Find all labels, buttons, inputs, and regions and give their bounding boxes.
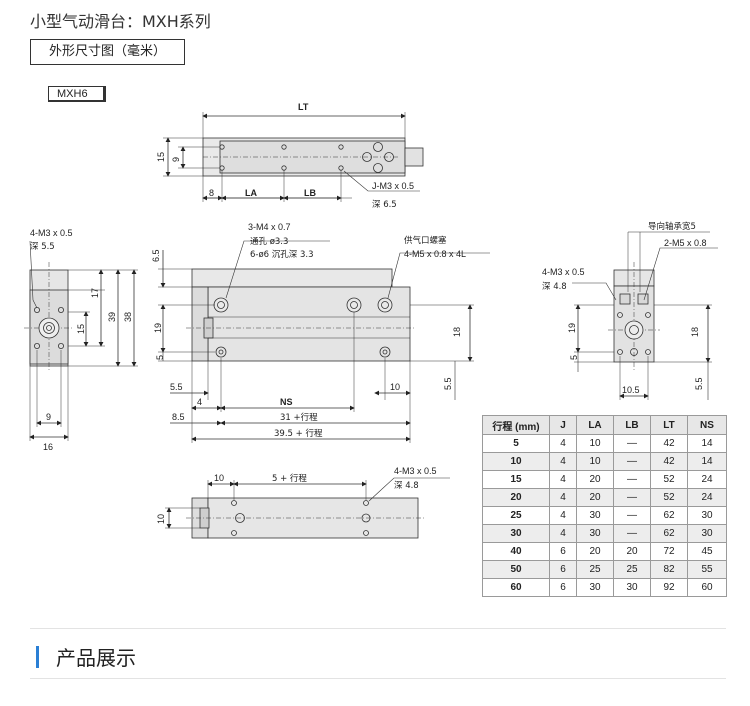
- dim-15-left: 15: [76, 324, 86, 334]
- callout-bottom-m3: 4-M3 x 0.5: [394, 466, 437, 476]
- callout-right-depth: 深 4.8: [542, 282, 567, 292]
- callout-j-m3: J-M3 x 0.5: [372, 181, 414, 191]
- callout-guide-bearing: 导向轴承宽5: [648, 221, 696, 232]
- dim-31-stroke: 31 +行程: [280, 412, 318, 423]
- dim-39: 39: [107, 312, 117, 322]
- callout-depth-65: 深 6.5: [372, 200, 397, 210]
- front-view: [158, 240, 490, 443]
- bottom-view: [165, 477, 450, 539]
- dim-10-5: 10.5: [622, 385, 640, 395]
- col-lt: LT: [650, 415, 688, 435]
- callout-right-m3: 4-M3 x 0.5: [542, 267, 585, 277]
- section-divider-bottom: [30, 678, 726, 679]
- callout-left-depth: 深 5.5: [30, 242, 55, 252]
- dim-5-5-rv: 5.5: [694, 377, 704, 390]
- dim-17: 17: [90, 288, 100, 298]
- callout-port-plug: 供气口螺塞: [404, 235, 447, 246]
- col-j: J: [549, 415, 577, 435]
- dim-5-stroke: 5 + 行程: [272, 473, 307, 484]
- dim-5-5-right: 5.5: [443, 377, 453, 390]
- dim-9-left: 9: [46, 412, 51, 422]
- dim-16: 16: [43, 442, 53, 452]
- dim-9-top: 9: [171, 157, 181, 162]
- dim-10-front: 10: [390, 382, 400, 392]
- dim-4: 4: [197, 397, 202, 407]
- left-view: [24, 240, 138, 441]
- section-divider-top: [30, 628, 726, 629]
- col-stroke: 行程 (mm): [482, 415, 550, 435]
- spec-header-row: 行程 (mm) J LA LB LT NS: [482, 415, 727, 435]
- product-display-heading: 产品展示: [56, 646, 136, 670]
- col-la: LA: [576, 415, 614, 435]
- dim-8-5: 8.5: [172, 412, 185, 422]
- dim-8: 8: [209, 188, 214, 198]
- dim-39-5-stroke: 39.5 + 行程: [274, 428, 323, 439]
- callout-2-m5: 2-M5 x 0.8: [664, 238, 707, 248]
- dim-15-top: 15: [156, 152, 166, 162]
- col-ns: NS: [687, 415, 727, 435]
- dim-la: LA: [245, 188, 257, 198]
- dim-18-front: 18: [452, 327, 462, 337]
- callout-3-m4: 3-M4 x 0.7: [248, 222, 291, 232]
- page-title: 小型气动滑台：MXH系列: [30, 12, 211, 31]
- top-view: [163, 112, 424, 202]
- dim-6-5: 6.5: [151, 249, 161, 262]
- section-label: 外形尺寸图（毫米）: [30, 39, 185, 65]
- dim-lb: LB: [304, 188, 316, 198]
- dim-5-right: 5: [569, 355, 579, 360]
- col-lb: LB: [613, 415, 651, 435]
- dim-19-right: 19: [567, 323, 577, 333]
- dim-10-bottom-v: 10: [156, 514, 166, 524]
- callout-counterbore: 6-ø6 沉孔深 3.3: [250, 250, 314, 260]
- callout-through-hole: 通孔 ø3.3: [250, 236, 288, 247]
- callout-bottom-depth: 深 4.8: [394, 481, 419, 491]
- dim-18-right: 18: [690, 327, 700, 337]
- dim-lt: LT: [298, 102, 309, 112]
- dim-5-5-left: 5.5: [170, 382, 183, 392]
- dim-38: 38: [123, 312, 133, 322]
- dim-5-front: 5: [155, 355, 165, 360]
- dim-ns: NS: [280, 397, 293, 407]
- right-view: [572, 231, 718, 400]
- dim-19-front: 19: [153, 323, 163, 333]
- callout-4-m5: 4-M5 x 0.8 x 4L: [404, 249, 466, 259]
- dim-10-bottom: 10: [214, 473, 224, 483]
- callout-left-m3: 4-M3 x 0.5: [30, 228, 73, 238]
- heading-accent-bar: [36, 646, 39, 668]
- model-tag: MXH6: [48, 86, 106, 102]
